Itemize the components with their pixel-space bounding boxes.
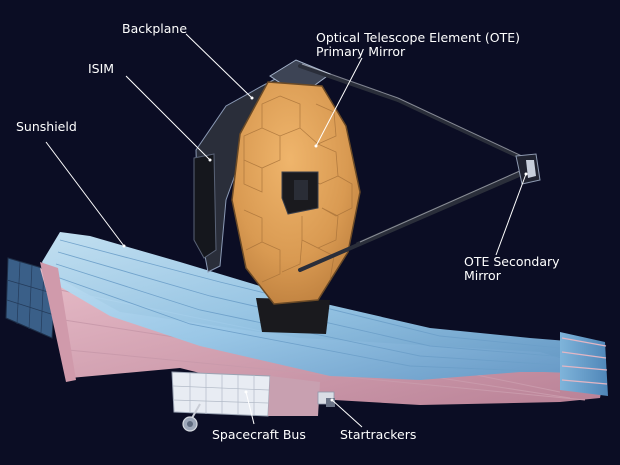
label-secondary-line1: OTE Secondary (464, 254, 560, 269)
label-spacecraft-bus: Spacecraft Bus (212, 427, 306, 442)
leader-line-tips (122, 96, 528, 402)
label-ote-line1: Optical Telescope Element (OTE) (316, 30, 520, 45)
label-ote-line2: Primary Mirror (316, 44, 406, 59)
sunshield-right-edge (560, 332, 608, 396)
label-secondary-line2: Mirror (464, 268, 501, 283)
label-sunshield: Sunshield (16, 119, 77, 134)
antenna (182, 403, 201, 432)
label-backplane: Backplane (122, 21, 188, 36)
sunshield-right-folds (561, 337, 608, 385)
secondary-mirror (515, 153, 541, 185)
isim-structure (193, 153, 217, 259)
leader-lines (45, 33, 527, 428)
label-isim: ISIM (88, 61, 115, 76)
deployable-tower (256, 298, 330, 334)
startracker-cluster (317, 391, 335, 407)
spacecraft-bus-panel-grid (172, 373, 270, 415)
aft-optics-opening (294, 180, 308, 200)
sunshield-left-edge (40, 262, 76, 382)
label-startrackers: Startrackers (340, 427, 417, 442)
spacecraft-bus-body (171, 371, 271, 417)
spacecraft-bus-side (268, 376, 320, 416)
mirror-segments (243, 95, 353, 283)
